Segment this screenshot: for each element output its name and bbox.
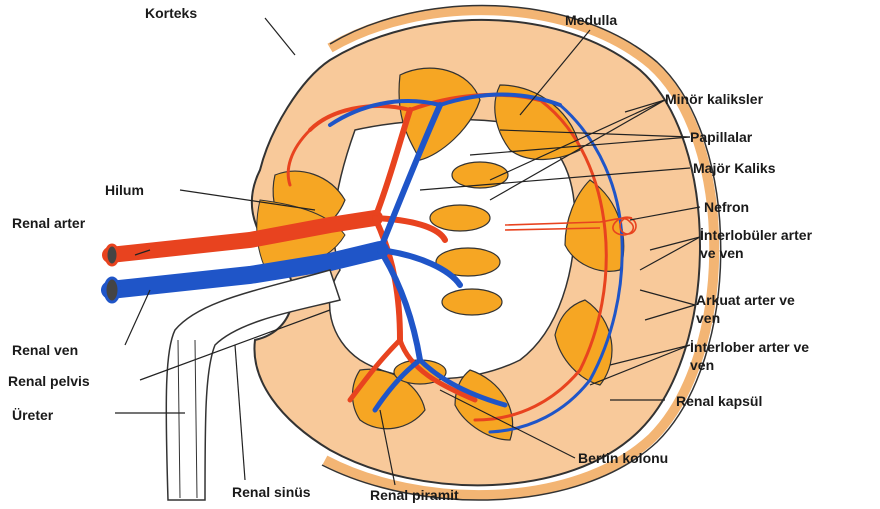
label-nefron: Nefron: [704, 199, 749, 215]
label-interlobuler-2: ve ven: [700, 245, 744, 261]
label-arkuat-1: Arkuat arter ve: [696, 292, 795, 308]
label-renal-ven: Renal ven: [12, 342, 78, 358]
label-minor-kaliksler: Minör kaliksler: [665, 91, 764, 107]
label-hilum: Hilum: [105, 182, 144, 198]
label-renal-pelvis: Renal pelvis: [8, 373, 90, 389]
label-papillalar: Papillalar: [690, 129, 753, 145]
label-renal-arter: Renal arter: [12, 215, 86, 231]
label-renal-piramit: Renal piramit: [370, 487, 459, 503]
renal-arter-end: [106, 245, 118, 265]
label-interlobuler-1: İnterlobüler arter: [700, 227, 813, 243]
label-interlober-2: ven: [690, 357, 714, 373]
label-ureter: Üreter: [12, 407, 54, 423]
label-renal-kapsul: Renal kapsül: [676, 393, 762, 409]
label-arkuat-2: ven: [696, 310, 720, 326]
renal-ven-end: [105, 278, 119, 302]
label-bertin-kolonu: Bertin kolonu: [578, 450, 668, 466]
label-korteks: Korteks: [145, 5, 197, 21]
label-medulla: Medulla: [565, 12, 617, 28]
label-interlober-1: İnterlober arter ve: [690, 339, 809, 355]
label-major-kaliks: Majör Kaliks: [693, 160, 776, 176]
label-renal-sinus: Renal sinüs: [232, 484, 311, 500]
